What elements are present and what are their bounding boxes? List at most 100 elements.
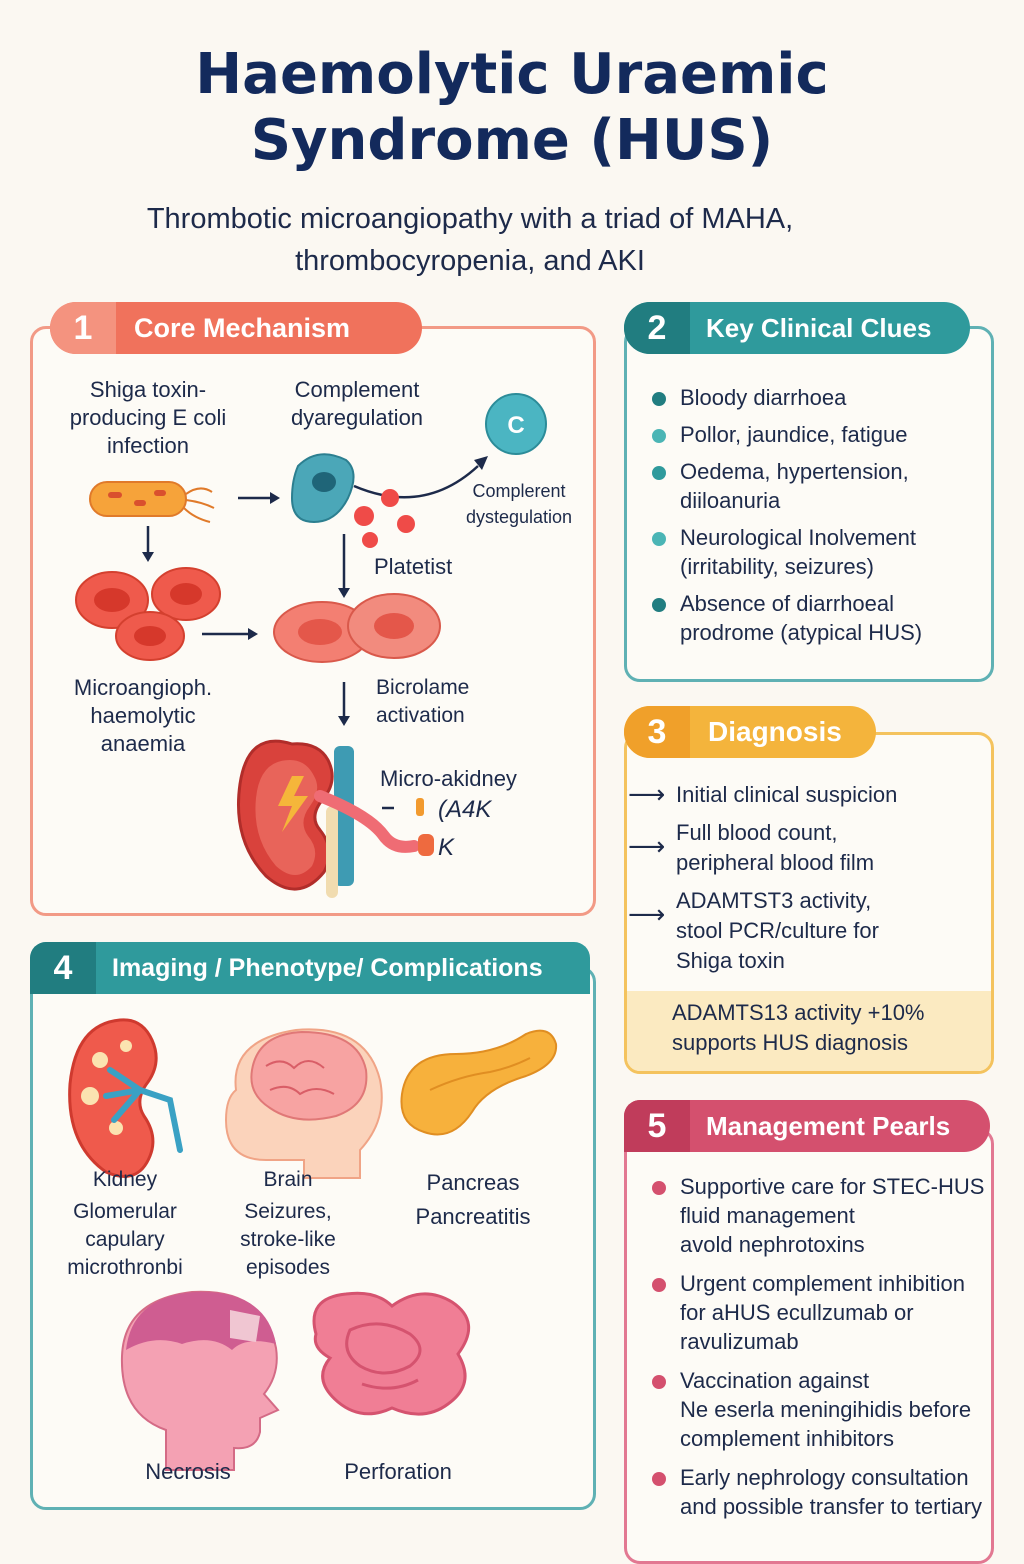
management-pearls-tab: 5 Management Pearls xyxy=(624,1100,990,1152)
bullet-dot xyxy=(652,466,666,480)
arrow-cell-down xyxy=(338,534,350,598)
complement-side-label: Complerent dystegulation xyxy=(452,478,586,530)
brain-line: Brain xyxy=(263,1168,313,1191)
shiga-line: producing E coli xyxy=(69,405,227,430)
kidney-markers xyxy=(382,798,434,856)
maha-line: haemolytic xyxy=(90,703,196,728)
bullet-dot xyxy=(652,1181,666,1195)
key-clinical-clues-title: Key Clinical Clues xyxy=(706,312,932,343)
clue-text: Pollor, jaundice, fatigue xyxy=(680,422,908,447)
c-letter: C xyxy=(507,412,524,439)
arrow-ecoli-to-cell xyxy=(238,492,280,504)
clue-text: Neurological Inolvement xyxy=(680,525,917,550)
pancreas-organ-label: Pancreas Pancreatitis xyxy=(390,1166,556,1234)
note-line: ADAMTS13 activity +10% xyxy=(672,1000,925,1025)
perforation-label: Perforation xyxy=(344,1459,452,1484)
core-mechanism-tab: 1 Core Mechanism xyxy=(50,302,422,354)
clue-text: Absence of diarrhoeal xyxy=(680,591,895,616)
core-mechanism-diagram: C xyxy=(75,393,547,898)
subtitle-line-1: Thrombotic microangiopathy with a triad … xyxy=(146,203,794,235)
key-clinical-clues-tab: 2 Key Clinical Clues xyxy=(624,302,970,354)
intestine-perforation-icon xyxy=(312,1291,471,1416)
shiga-toxin-label: Shiga toxin- producing E coli infection xyxy=(50,376,246,460)
list-item: Pollor, jaundice, fatigue xyxy=(652,420,982,449)
complement-line: dyaregulation xyxy=(290,405,424,430)
brain-line: Seizures, xyxy=(244,1200,332,1223)
complement-dysregulation-label: Complement dyaregulation xyxy=(262,376,452,432)
step-text: stool PCR/culture for xyxy=(676,918,879,943)
curved-arrow-to-c xyxy=(353,456,488,499)
shiga-line: Shiga toxin- xyxy=(89,377,207,402)
kidney-organ-label: Kidney Glomerular capulary microthronbi xyxy=(40,1166,210,1282)
activation-line: Bicrolame xyxy=(376,676,470,699)
list-item: Urgent complement inhibition for aHUS ec… xyxy=(652,1269,988,1356)
brain-line: stroke-like xyxy=(240,1228,336,1251)
section-number-3: 3 xyxy=(624,706,690,758)
management-list: Supportive care for STEC-HUS fluid manag… xyxy=(652,1172,988,1521)
damaged-cells-icon xyxy=(273,593,441,663)
maha-label: Microangioph. haemolytic anaemia xyxy=(48,674,238,758)
pancreas-line: Pancreatitis xyxy=(415,1204,531,1229)
bullet-dot xyxy=(652,598,666,612)
kidney-icon xyxy=(236,739,420,898)
pearl-text: ravulizumab xyxy=(680,1329,799,1354)
step-text: Initial clinical suspicion xyxy=(676,782,898,807)
kidney-line: microthronbi xyxy=(67,1256,183,1279)
ecoli-bacterium-icon xyxy=(89,481,215,523)
imaging-title: Imaging / Phenotype/ Complications xyxy=(112,953,543,982)
diagnosis-step: ⟶ Initial clinical suspicion xyxy=(628,780,966,810)
activation-line: activation xyxy=(376,704,465,727)
maha-line: Microangioph. xyxy=(73,675,213,700)
pearl-text: complement inhibitors xyxy=(680,1426,894,1451)
kidney-line: capulary xyxy=(85,1228,165,1251)
title-line-2: Syndrome (HUS) xyxy=(250,108,774,173)
clue-text: (irritability, seizures) xyxy=(680,554,874,579)
bullet-dot xyxy=(652,1375,666,1389)
arrow-rbc-to-cells xyxy=(202,628,258,640)
kidney-line: Kidney xyxy=(92,1168,158,1191)
key-clinical-clues-panel xyxy=(624,326,994,682)
necrosis-label: Necrosis xyxy=(145,1459,231,1484)
arrow-cells-to-kidney xyxy=(338,682,350,726)
platelet-label: Platetist xyxy=(374,554,453,579)
bullet-dot xyxy=(652,429,666,443)
activation-label: Bicrolame activation xyxy=(376,674,469,730)
diagnosis-step: ⟶ Full blood count, peripheral blood fil… xyxy=(628,818,966,878)
pearl-text: Vaccination against xyxy=(680,1368,870,1393)
list-item: Absence of diarrhoeal prodrome (atypical … xyxy=(652,589,982,647)
core-mechanism-title: Core Mechanism xyxy=(134,312,351,343)
list-item: Oedema, hypertension, diiloanuria xyxy=(652,457,982,515)
page-title: Haemolytic Uraemic Syndrome (HUS) xyxy=(0,42,1024,174)
organ-illustrations xyxy=(68,1018,558,1471)
brain-organ-label: Brain Seizures, stroke-like episodes xyxy=(208,1166,368,1282)
diagnosis-tab: 3 Diagnosis xyxy=(624,706,876,758)
clue-text: Bloody diarrhoea xyxy=(680,385,847,410)
title-line-1: Haemolytic Uraemic xyxy=(195,42,829,107)
a4k-label: (A4K xyxy=(438,796,492,823)
list-item: Bloody diarrhoea xyxy=(652,383,982,412)
complement-line: Complement xyxy=(294,377,420,402)
section-number-4: 4 xyxy=(30,942,96,994)
complement-c-icon: C xyxy=(485,393,547,455)
pearl-text: for aHUS ecullzumab or xyxy=(680,1300,914,1325)
note-line: supports HUS diagnosis xyxy=(672,1030,909,1055)
arrow-ecoli-down xyxy=(142,526,154,562)
pancreas-icon xyxy=(400,1029,558,1136)
bullet-dot xyxy=(652,1278,666,1292)
section-number-2: 2 xyxy=(624,302,690,354)
section-number-1: 1 xyxy=(50,302,116,354)
pearl-text: and possible transfer to tertiary xyxy=(680,1494,983,1519)
clue-text: prodrome (atypical HUS) xyxy=(680,620,923,645)
arrow-right-icon: ⟶ xyxy=(628,899,666,929)
diagnosis-note-box xyxy=(627,991,991,1071)
clue-text: diiloanuria xyxy=(680,488,781,513)
pearl-text: Urgent complement inhibition xyxy=(680,1271,965,1296)
k-label: K xyxy=(438,834,455,861)
step-text: peripheral blood film xyxy=(676,850,875,875)
clue-text: Oedema, hypertension, xyxy=(680,459,909,484)
micro-kidney-label: Micro-akidney xyxy=(380,766,517,791)
pancreas-line: Pancreas xyxy=(426,1170,520,1195)
page-subtitle: Thrombotic microangiopathy with a triad … xyxy=(60,198,880,282)
pearl-text: Supportive care for STEC-HUS xyxy=(680,1174,985,1199)
arrow-right-icon: ⟶ xyxy=(628,779,666,809)
